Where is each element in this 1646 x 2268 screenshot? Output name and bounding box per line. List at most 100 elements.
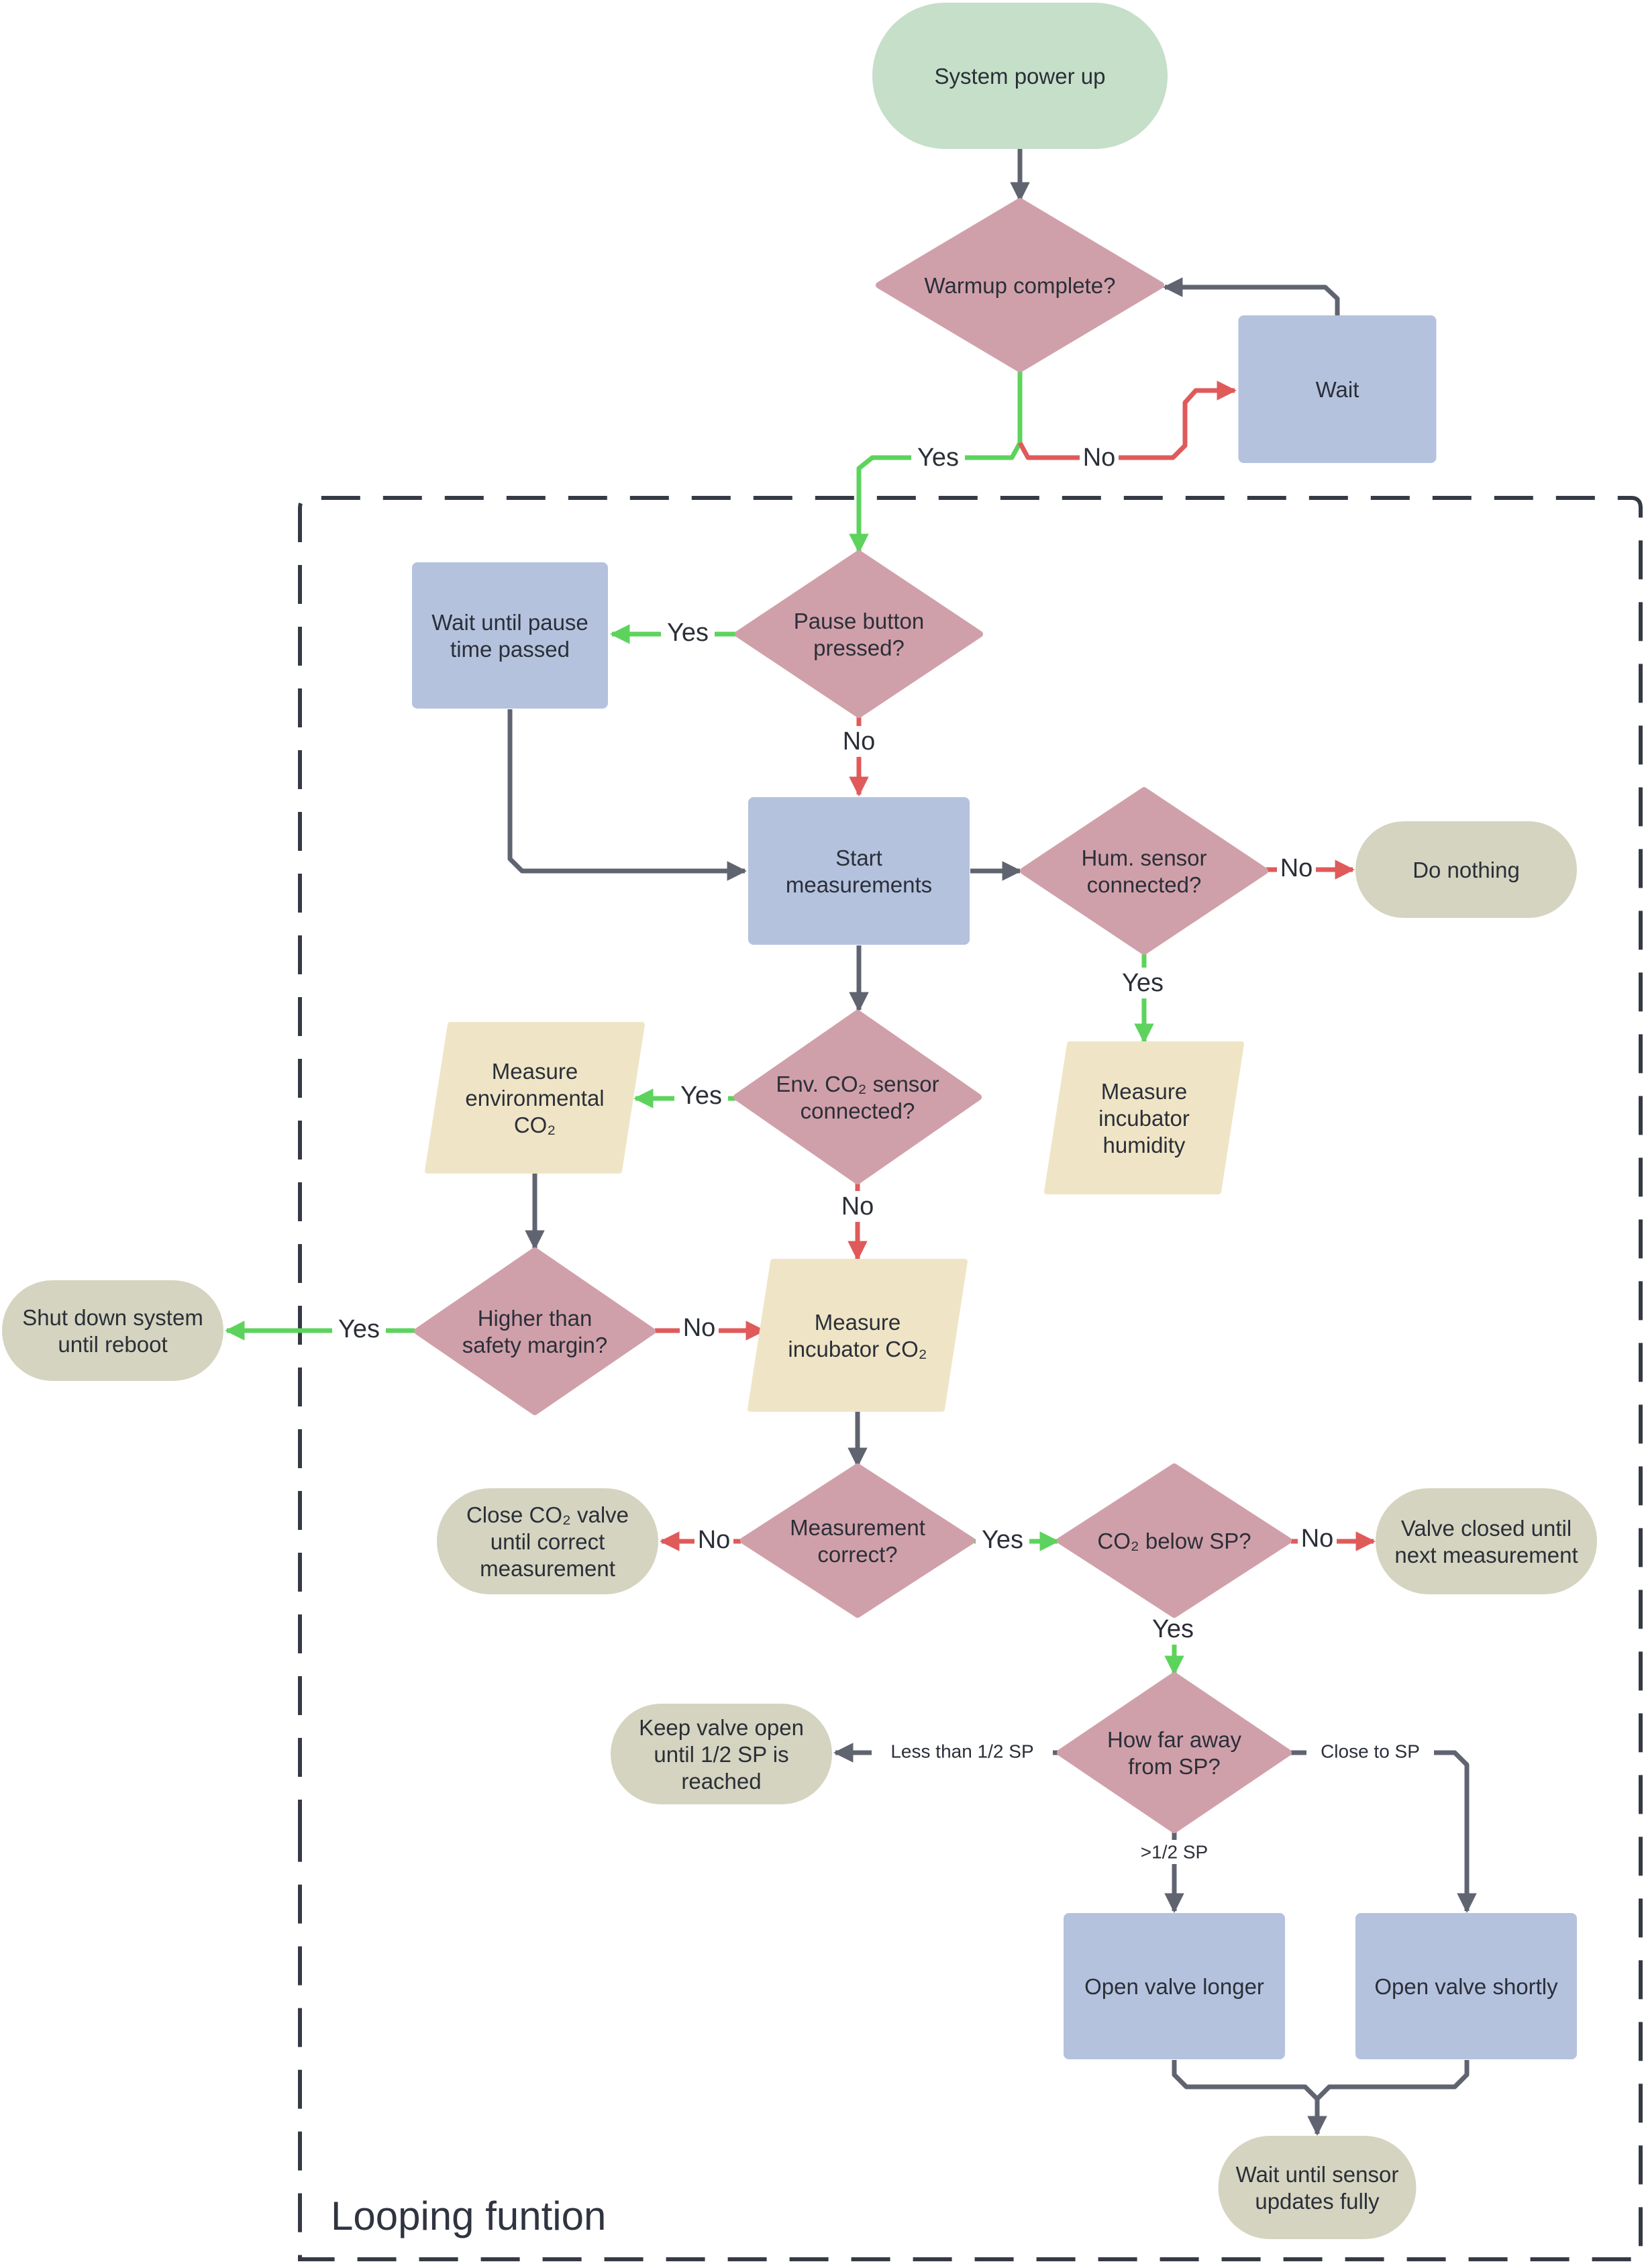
- edge-label-bg: [674, 1080, 728, 1111]
- node-label-line: Keep valve open: [639, 1715, 804, 1740]
- edge-safety-to-meas-inc: No: [655, 1312, 766, 1343]
- node-label-line: Open valve shortly: [1374, 1974, 1558, 1999]
- node-shape: [611, 1704, 832, 1804]
- node-power-up: System power up: [872, 3, 1168, 149]
- node-label-line: measurement: [480, 1556, 615, 1581]
- edge-label: No: [683, 1314, 716, 1342]
- edge-label: >1/2 SP: [1141, 1842, 1208, 1863]
- edge-below-sp-to-how-far: Yes: [1146, 1614, 1200, 1676]
- edge-label: No: [1301, 1525, 1334, 1553]
- node-label-line: safety margin?: [462, 1333, 607, 1357]
- node-shape: [1355, 821, 1577, 918]
- node-label-line: Higher than: [478, 1306, 593, 1331]
- node-shape: [1238, 315, 1437, 463]
- node-shape: [1218, 2136, 1417, 2239]
- edge-label-bg: [911, 442, 965, 473]
- edge-open-short-to-wait-sensor: [1315, 2060, 1470, 2101]
- looping-frame: Looping funtion: [298, 496, 1643, 2261]
- node-do-nothing: Do nothing: [1355, 821, 1577, 918]
- edge-line: [507, 709, 747, 881]
- node-shape: [1355, 1913, 1577, 2059]
- edge-pause-to-start-meas: No: [839, 715, 878, 796]
- node-label-line: humidity: [1103, 1133, 1186, 1157]
- node-label-line: Do nothing: [1412, 858, 1520, 882]
- node-shape: [2, 1280, 223, 1381]
- edge-line: [1163, 277, 1340, 315]
- edge-label-bg: [1116, 968, 1170, 998]
- node-label-line: Start: [835, 845, 882, 870]
- node-shape: [1376, 1488, 1597, 1594]
- node-label: Warmup complete?: [925, 273, 1116, 298]
- node-label: Open valve longer: [1084, 1974, 1264, 1999]
- node-label: CO₂ below SP?: [1097, 1529, 1251, 1553]
- node-shape: [740, 1463, 975, 1618]
- node-label-line: incubator: [1098, 1106, 1190, 1131]
- node-wait: Wait: [1238, 315, 1437, 463]
- edge-label-bg: [838, 1191, 877, 1222]
- edge-pause-to-wait-pause: Yes: [610, 617, 737, 648]
- node-label-line: measurements: [786, 872, 932, 897]
- edge-how-far-to-keep-open: Less than 1/2 SP: [833, 1739, 1058, 1763]
- frame-label: Looping funtion: [331, 2194, 606, 2238]
- node-shape: [1020, 787, 1268, 955]
- edge-how-far-to-open-longer: >1/2 SP: [1132, 1832, 1217, 1913]
- node-label-line: updates fully: [1255, 2189, 1380, 2214]
- edge-label: Yes: [680, 1082, 722, 1110]
- node-shape: [412, 562, 608, 709]
- node-label-line: CO₂: [514, 1113, 556, 1137]
- node-open-short: Open valve shortly: [1355, 1913, 1577, 2059]
- edge-label-bg: [839, 726, 878, 757]
- node-label-line: until correct: [491, 1529, 605, 1554]
- node-label-line: connected?: [801, 1098, 915, 1123]
- node-label-line: Hum. sensor: [1081, 845, 1206, 870]
- edge-label: Yes: [982, 1526, 1023, 1554]
- node-label: Open valve shortly: [1374, 1974, 1558, 1999]
- edge-below-sp-to-valve-closed: No: [1291, 1523, 1376, 1554]
- node-shape: [1064, 1913, 1285, 2059]
- node-label-line: until reboot: [58, 1332, 167, 1357]
- node-shape: [1057, 1672, 1292, 1833]
- node-label-line: Wait until pause: [431, 610, 588, 635]
- edge-env-conn-to-meas-env: Yes: [633, 1080, 735, 1111]
- edge-label-bg: [1132, 1840, 1217, 1864]
- node-label: Wait: [1316, 377, 1359, 402]
- edge-wait-pause-to-start-meas: [507, 709, 747, 881]
- edge-label-bg: [661, 617, 715, 648]
- node-label-line: correct?: [817, 1542, 897, 1567]
- edge-warmup-to-wait: No: [1017, 380, 1237, 473]
- node-shape: [748, 1259, 968, 1412]
- node-shape: [437, 1488, 658, 1594]
- node-label-line: Wait until sensor: [1236, 2162, 1399, 2187]
- edge-label: No: [1083, 444, 1116, 472]
- edge-label-bg: [976, 1525, 1029, 1555]
- node-shape: [872, 3, 1168, 149]
- node-shape: [425, 1022, 645, 1174]
- edge-safety-to-shutdown: Yes: [225, 1314, 415, 1345]
- edge-label-bg: [332, 1314, 386, 1345]
- node-label-line: time passed: [450, 637, 570, 662]
- node-shape: [748, 797, 970, 945]
- node-label-line: from SP?: [1128, 1754, 1221, 1779]
- edge-label-bg: [1277, 853, 1316, 884]
- edge-label: No: [841, 1192, 874, 1221]
- edge-label: No: [843, 727, 876, 756]
